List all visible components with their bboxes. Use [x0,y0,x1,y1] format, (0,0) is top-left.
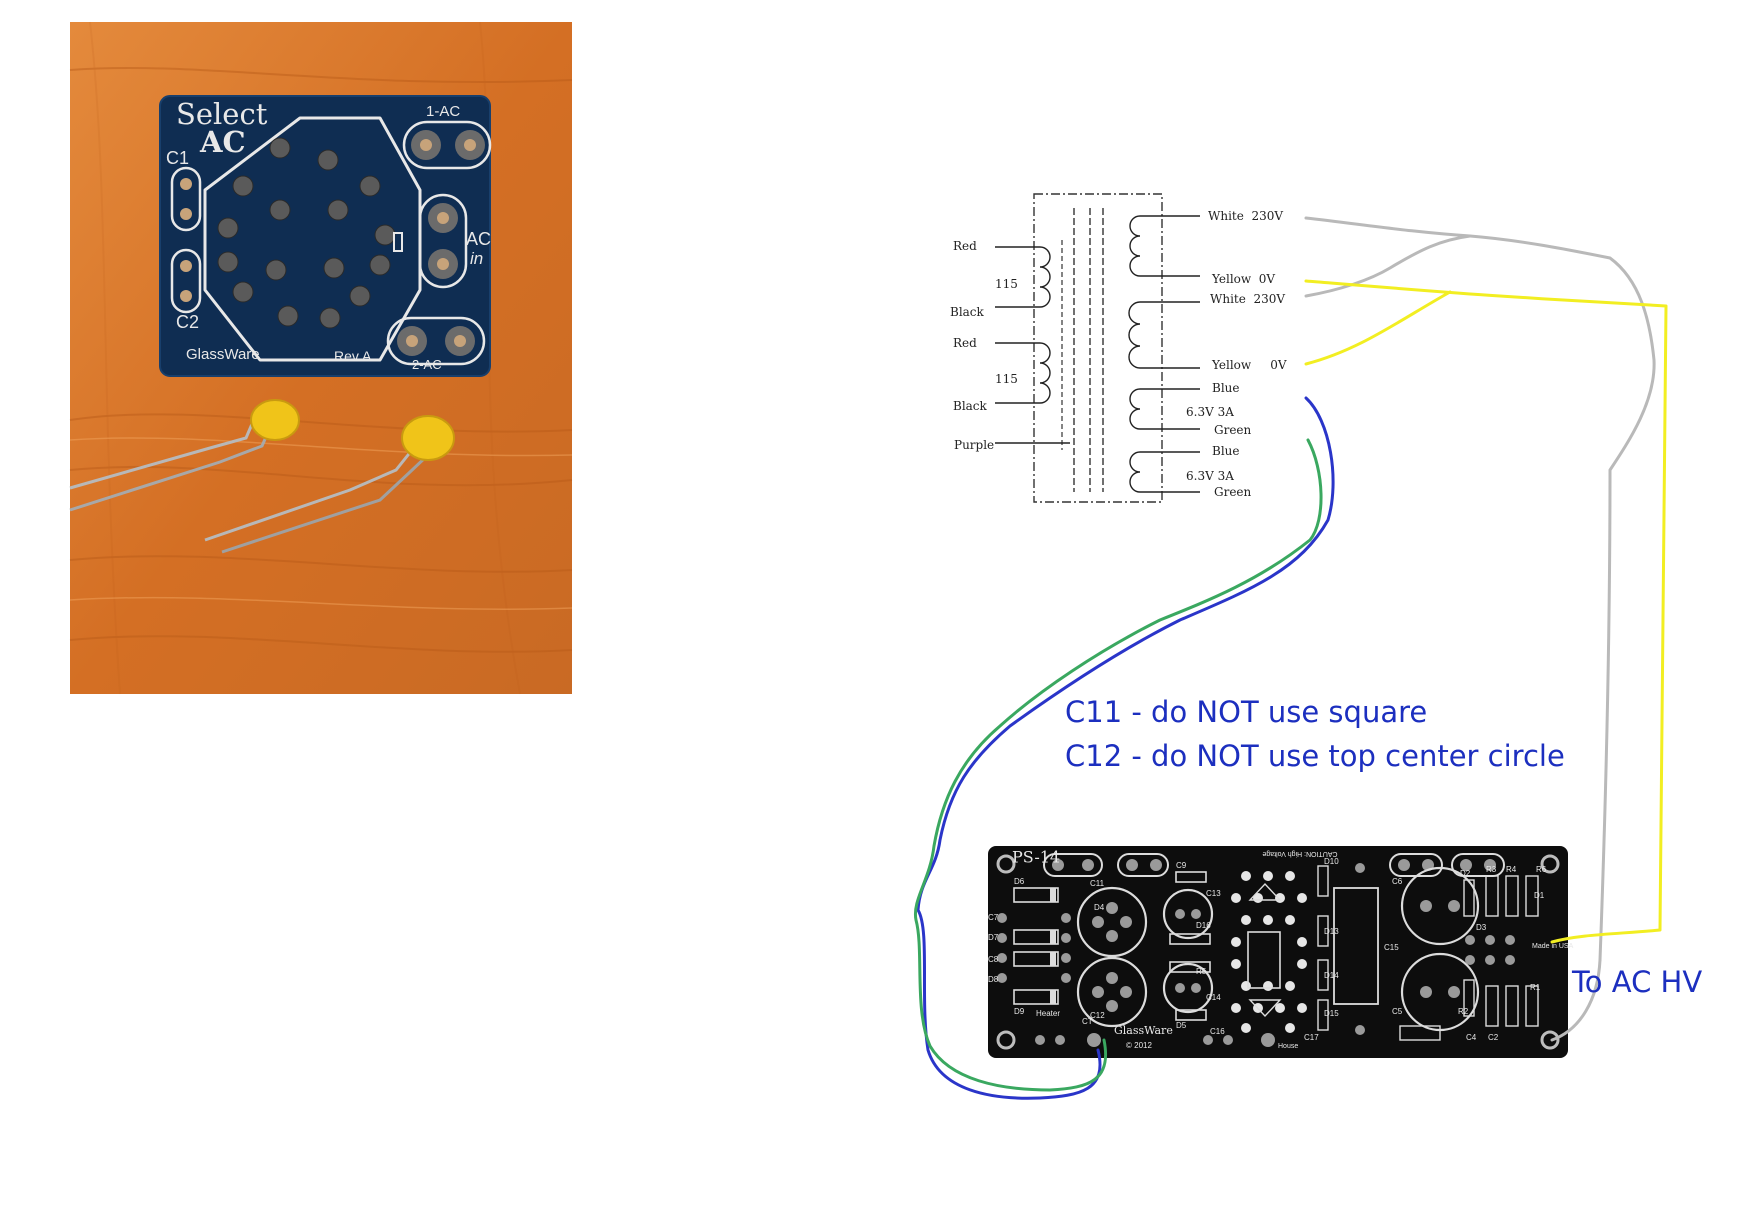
secondary-2-yellow-0v: Yellow 0V [1211,358,1287,372]
wire-gray-1 [1304,216,1656,962]
pcb-part-label-d9: D9 [1014,1007,1025,1016]
pcb-part-label-c9: C9 [1176,861,1187,870]
board-title-select: Select [176,97,268,131]
notes: C11 - do NOT use square C12 - do NOT use… [1065,695,1702,999]
pcb-part-label-d5: D5 [1176,1021,1187,1030]
pcb-part-label-c16: C16 [1210,1027,1225,1036]
primary-2-red: Red [953,336,977,350]
transformer-core [1073,208,1104,492]
board-label-c2: C2 [176,312,199,332]
primary-1-115: 115 [995,277,1018,291]
primary-winding-1 [995,246,1051,308]
board-label-2ac: 2-AC [412,357,442,372]
transformer-schematic: Red 115 Black Red 115 Black Purple White [950,193,1287,503]
secondary-winding-1 [1129,215,1200,277]
note-to-ac-hv: To AC HV [1571,965,1702,999]
pcb-part-label-r6: R6 [1536,865,1547,874]
board-label-ac-in-2: in [470,249,483,268]
pcb-part-label-d8: D8 [988,975,999,984]
board-title-ac: AC [199,125,246,159]
pcb-part-label-d6: D6 [1014,877,1025,886]
pcb-part-label-c14: C14 [1206,993,1221,1002]
heater-winding-1 [1129,388,1200,430]
primary-2-black: Black [953,399,988,413]
pcb-part-label-r3: R3 [1486,865,1497,874]
wire-yellow-2 [1304,290,1452,366]
heater-2-rating: 6.3V 3A [1186,469,1234,483]
pcb-part-label-c12: C12 [1090,1011,1105,1020]
heater-winding-2 [1129,451,1200,493]
primary-purple: Purple [954,438,994,452]
pcb-caution: CAUTION: High Voltage [1262,850,1337,857]
ps14-board: PS-14 CAUTION: High Voltage GlassWare © … [988,846,1574,1058]
secondary-winding-2 [1128,301,1200,369]
secondary-1-yellow-0v: Yellow 0V [1211,272,1275,286]
board-revision: Rev A [334,348,372,364]
pcb-part-label-c6: C6 [1392,877,1403,886]
pcb-name: PS-14 [1012,848,1060,867]
pcb-part-label-c15: C15 [1384,943,1399,952]
select-ac-photo: Select AC C1 C2 1-AC 2-AC AC in GlassWar… [69,21,573,695]
pcb-part-label-d4: D4 [1094,903,1105,912]
wire-gray-3 [1550,958,1602,1042]
board-brand: GlassWare [186,346,260,363]
secondary-1-white-230v: White 230V [1208,209,1283,223]
ceramic-capacitor-1 [69,399,300,512]
heater-1-blue: Blue [1212,381,1240,395]
socket-outline [203,116,422,362]
primary-1-red: Red [953,239,977,253]
pcb-part-label-c8: C8 [988,955,999,964]
pcb-part-label-r5: R5 [1196,967,1207,976]
socket-pins [217,137,396,329]
primary-1-black: Black [950,305,985,319]
transformer-enclosure [1033,193,1163,503]
select-ac-board: Select AC C1 C2 1-AC 2-AC AC in GlassWar… [159,95,492,377]
secondary-2-white-230v: White 230V [1210,292,1285,306]
pcb-part-label-d3: D3 [1476,923,1487,932]
pcb-part-label-d7: D7 [988,933,999,942]
pcb-part-label-c17: C17 [1304,1033,1319,1042]
pcb-part-labels: C11C12C13C14C15C16C17C5C6C7C8C9D5D6D7D8D… [988,857,1547,1042]
wire-gray-2 [1304,234,1472,298]
note-c11: C11 - do NOT use square [1065,695,1427,729]
pcb-part-label-c13: C13 [1206,889,1221,898]
pcb-house: House [1278,1043,1298,1050]
wire-blue [916,396,1335,1100]
pcb-part-label-r1: R1 [1530,983,1541,992]
pcb-ct: CT [1082,1017,1093,1026]
wire-green [913,438,1323,1092]
note-c12: C12 - do NOT use top center circle [1065,739,1565,773]
pcb-part-label-d1: D1 [1534,891,1545,900]
wire-yellow [1304,279,1668,944]
pcb-made-in: Made in USA [1532,943,1574,950]
pcb-part-label-d15: D15 [1324,1009,1339,1018]
pcb-part-label-d13: D13 [1324,927,1339,936]
heater-2-green: Green [1214,485,1252,499]
pcb-part-label-c7: C7 [988,913,999,922]
primary-winding-2 [995,342,1070,444]
pcb-heater: Heater [1036,1009,1060,1018]
pcb-part-label-c11: C11 [1090,879,1105,888]
pcb-year: © 2012 [1126,1041,1152,1050]
pcb-part-label-d10: D10 [1324,857,1339,866]
pcb-part-label-r2: R2 [1458,1007,1469,1016]
pcb-part-label-d2: D2 [1460,869,1471,878]
heater-2-blue: Blue [1212,444,1240,458]
board-label-1ac: 1-AC [426,103,460,120]
heater-1-green: Green [1214,423,1252,437]
pcb-part-label-c5: C5 [1392,1007,1403,1016]
primary-2-115: 115 [995,372,1018,386]
wires [913,216,1668,1100]
ceramic-capacitor-2 [204,415,455,554]
heater-1-rating: 6.3V 3A [1186,405,1234,419]
board-label-c1: C1 [166,148,189,168]
pcb-part-label-d16: D16 [1196,921,1211,930]
pcb-part-label-d14: D14 [1324,971,1339,980]
pcb-part-label-c2: C2 [1488,1033,1499,1042]
board-label-ac-in-1: AC [466,229,491,249]
pcb-brand: GlassWare [1114,1024,1173,1037]
pcb-part-label-c4: C4 [1466,1033,1477,1042]
pcb-part-label-r4: R4 [1506,865,1517,874]
